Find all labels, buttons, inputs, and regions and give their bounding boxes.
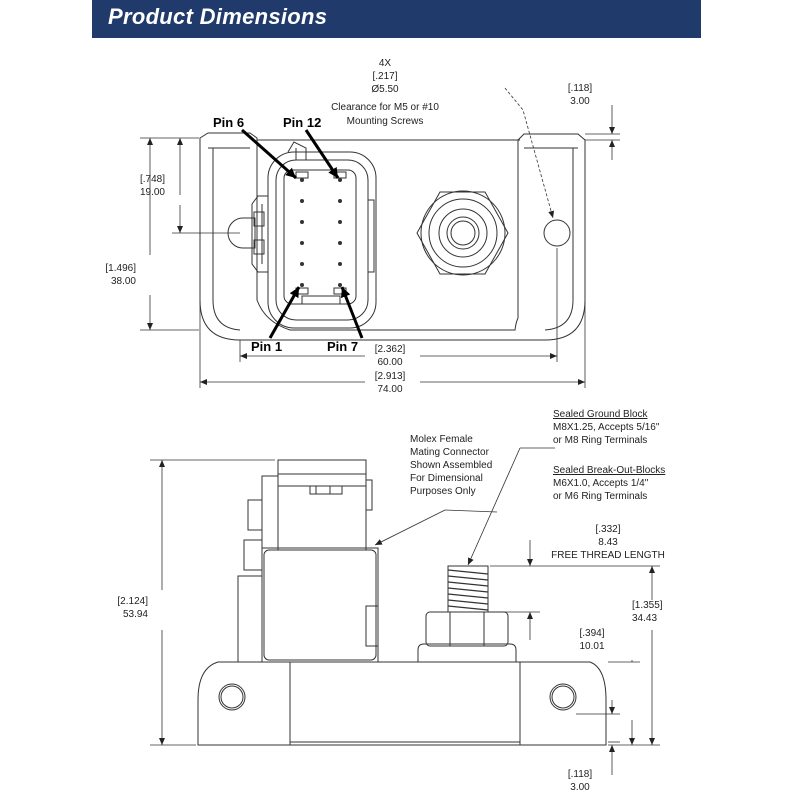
ground-block-title: Sealed Ground Block <box>553 409 649 420</box>
inner-width-imperial: [1.496] <box>105 263 136 274</box>
pin6-label: Pin 6 <box>213 115 244 130</box>
side-connector-body <box>261 547 379 663</box>
inner-width-metric: 38.00 <box>111 276 136 287</box>
side-flange-imperial: [.118] <box>568 769 592 780</box>
overall-length-metric: 74.00 <box>377 384 402 395</box>
base-height-metric: 10.01 <box>579 641 604 652</box>
hole-spacing-imperial: [2.362] <box>375 344 406 355</box>
base-height-imperial: [.394] <box>579 628 604 639</box>
stud-height-imperial: [1.355] <box>632 600 663 611</box>
top-view-dimensions <box>140 87 620 388</box>
top-view-labels: 4X [.217] Ø5.50 Clearance for M5 or #10 … <box>105 58 592 395</box>
stud-height-metric: 34.43 <box>632 613 657 624</box>
overall-length-imperial: [2.913] <box>375 371 406 382</box>
pin12-label: Pin 12 <box>283 115 321 130</box>
side-base-outline <box>197 661 607 746</box>
breakout-block-line2: or M6 Ring Terminals <box>553 491 647 502</box>
side-view-labels: Molex Female Mating Connector Shown Asse… <box>117 409 665 793</box>
hole-note-1: Clearance for M5 or #10 <box>331 102 439 113</box>
overall-height-imperial: [2.124] <box>117 596 148 607</box>
ground-block-line2: or M8 Ring Terminals <box>553 435 647 446</box>
flange-dim-metric: 3.00 <box>570 96 590 107</box>
side-hole-left <box>218 683 246 711</box>
mounting-hole-left <box>227 217 256 249</box>
page-title: Product Dimensions <box>108 4 328 29</box>
base-plate-outline <box>199 132 586 341</box>
overall-height-metric: 53.94 <box>123 609 148 620</box>
side-view-dimensions <box>150 447 660 775</box>
hole-spacing-metric: 60.00 <box>377 357 402 368</box>
connector-note-4: For Dimensional <box>410 473 483 484</box>
ground-block-line1: M8X1.25, Accepts 5/16" <box>553 422 660 433</box>
thread-length-label: FREE THREAD LENGTH <box>551 550 665 561</box>
pin-leaders <box>241 128 364 339</box>
hole-center-imperial: [.748] <box>140 174 165 185</box>
breakout-block-title: Sealed Break-Out-Blocks <box>553 465 665 476</box>
top-view <box>199 132 586 341</box>
header-banner: Product Dimensions <box>92 0 701 38</box>
side-flange-metric: 3.00 <box>570 782 590 793</box>
ground-stud-hex <box>416 191 509 275</box>
side-hole-right <box>549 683 577 711</box>
connector-note-3: Shown Assembled <box>410 460 492 471</box>
thread-length-metric: 8.43 <box>598 537 618 548</box>
hole-dia-imperial: [.217] <box>372 71 397 82</box>
connector-note-5: Purposes Only <box>410 486 476 497</box>
hole-dia-metric: Ø5.50 <box>371 84 399 95</box>
breakout-block-line1: M6X1.0, Accepts 1/4" <box>553 478 649 489</box>
hole-center-metric: 19.00 <box>140 187 165 198</box>
hole-note-2: Mounting Screws <box>347 116 424 127</box>
pin7-label: Pin 7 <box>327 339 358 354</box>
connector-pins <box>300 178 342 287</box>
pin1-label: Pin 1 <box>251 339 282 354</box>
side-view <box>197 459 607 746</box>
connector-note-1: Molex Female <box>410 434 473 445</box>
connector-note-2: Mating Connector <box>410 447 490 458</box>
thread-length-imperial: [.332] <box>595 524 620 535</box>
hole-count: 4X <box>379 58 392 69</box>
mounting-hole-right <box>543 219 571 247</box>
side-hex-nut <box>417 643 517 662</box>
flange-dim-imperial: [.118] <box>568 83 592 94</box>
